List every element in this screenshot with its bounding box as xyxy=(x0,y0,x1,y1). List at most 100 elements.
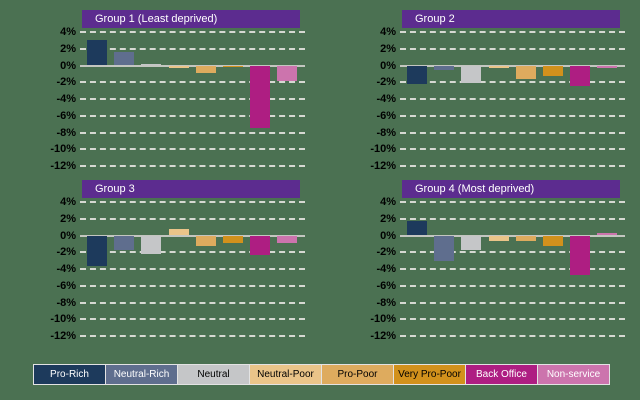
y-axis-tick-label: -2% xyxy=(376,246,396,259)
y-axis-tick-label: -10% xyxy=(370,313,396,326)
bar-very-pro-poor xyxy=(543,235,563,247)
bar-neutral-poor xyxy=(168,228,189,236)
bar-pro-poor xyxy=(195,65,216,74)
y-axis-tick-label: -8% xyxy=(56,126,76,139)
y-axis-tick-label: -8% xyxy=(376,126,396,139)
bar-neutral xyxy=(141,63,162,66)
bar-pro-rich xyxy=(407,221,427,236)
bar-non-service xyxy=(277,65,298,81)
gridline xyxy=(80,284,305,287)
bar-back-office xyxy=(250,65,271,129)
gridline xyxy=(80,201,305,203)
y-axis-tick-label: -8% xyxy=(56,296,76,309)
y-axis-tick-label: -10% xyxy=(50,313,76,326)
y-axis-tick-label: -2% xyxy=(56,246,76,259)
bar-neutral-rich xyxy=(434,65,455,70)
gridline xyxy=(80,301,305,304)
gridline xyxy=(80,148,305,151)
gridline xyxy=(400,165,625,167)
plot-area xyxy=(400,31,625,167)
bar-neutral xyxy=(141,235,162,254)
bar-non-service xyxy=(277,235,298,244)
bar-pro-poor xyxy=(515,65,536,79)
y-axis-tick-label: 0% xyxy=(380,229,396,242)
y-axis-tick-label: -6% xyxy=(56,109,76,122)
gridline xyxy=(400,318,625,321)
bar-pro-rich xyxy=(87,235,107,267)
gridline xyxy=(80,47,305,50)
gridline xyxy=(400,217,625,220)
zero-axis-line xyxy=(400,64,625,67)
gridline xyxy=(400,284,625,287)
y-axis-tick-label: 0% xyxy=(60,59,76,72)
y-axis-tick-label: 4% xyxy=(60,26,76,38)
legend-item-back-office: Back Office xyxy=(465,364,538,385)
gridline xyxy=(400,98,625,100)
y-axis-tick-label: -4% xyxy=(56,263,76,275)
bar-non-service xyxy=(597,65,618,68)
y-axis-tick-label: 2% xyxy=(380,42,396,55)
chart-title: Group 2 xyxy=(402,10,620,28)
gridline xyxy=(80,268,305,270)
y-axis-tick-label: 0% xyxy=(60,229,76,242)
y-axis-tick-label: -6% xyxy=(376,109,396,122)
bar-pro-rich xyxy=(87,39,107,66)
gridline xyxy=(400,201,625,203)
y-axis-tick-label: 0% xyxy=(380,59,396,72)
gridline xyxy=(400,148,625,151)
gridline xyxy=(80,131,305,134)
y-axis-tick-label: 2% xyxy=(380,212,396,225)
y-axis-tick-label: -12% xyxy=(50,330,76,342)
gridline xyxy=(400,31,625,33)
chart-title: Group 4 (Most deprived) xyxy=(402,180,620,198)
gridline xyxy=(80,81,305,84)
zero-axis-line xyxy=(400,234,625,237)
gridline xyxy=(400,81,625,84)
bar-neutral-poor xyxy=(488,65,509,68)
bar-neutral xyxy=(461,65,482,84)
chart-title: Group 3 xyxy=(82,180,300,198)
gridline xyxy=(400,335,625,337)
bar-very-pro-poor xyxy=(223,65,243,68)
bar-pro-rich xyxy=(407,65,427,84)
gridline xyxy=(80,98,305,100)
bar-back-office xyxy=(570,65,591,87)
y-axis-tick-label: -10% xyxy=(50,143,76,156)
gridline xyxy=(400,251,625,254)
zero-axis-line xyxy=(80,234,305,237)
plot-area xyxy=(80,31,305,167)
y-axis-tick-label: -4% xyxy=(376,263,396,275)
y-axis-tick-label: -6% xyxy=(56,279,76,292)
legend-item-pro-rich: Pro-Rich xyxy=(33,364,106,385)
gridline xyxy=(80,31,305,33)
bar-neutral-poor xyxy=(488,235,509,242)
y-axis-tick-label: -4% xyxy=(56,93,76,105)
gridline xyxy=(400,114,625,117)
bar-very-pro-poor xyxy=(543,65,563,77)
legend-item-non-service: Non-service xyxy=(537,364,610,385)
legend-item-neutral: Neutral xyxy=(177,364,250,385)
gridline xyxy=(400,131,625,134)
zero-axis-line xyxy=(80,64,305,67)
plot-area xyxy=(400,201,625,337)
gridline xyxy=(80,318,305,321)
y-axis-tick-label: 4% xyxy=(380,196,396,208)
y-axis-tick-label: -12% xyxy=(370,330,396,342)
y-axis-tick-label: -12% xyxy=(50,160,76,172)
bar-pro-poor xyxy=(515,235,536,241)
gridline xyxy=(80,251,305,254)
bar-back-office xyxy=(570,235,591,275)
gridline xyxy=(400,47,625,50)
y-axis-tick-label: 4% xyxy=(380,26,396,38)
legend-item-neutral-poor: Neutral-Poor xyxy=(249,364,322,385)
bar-non-service xyxy=(597,232,618,236)
y-axis-tick-label: -8% xyxy=(376,296,396,309)
bar-neutral-rich xyxy=(114,52,135,66)
gridline xyxy=(80,165,305,167)
y-axis-tick-label: -12% xyxy=(370,160,396,172)
bar-pro-poor xyxy=(195,235,216,246)
bar-neutral-poor xyxy=(168,65,189,68)
